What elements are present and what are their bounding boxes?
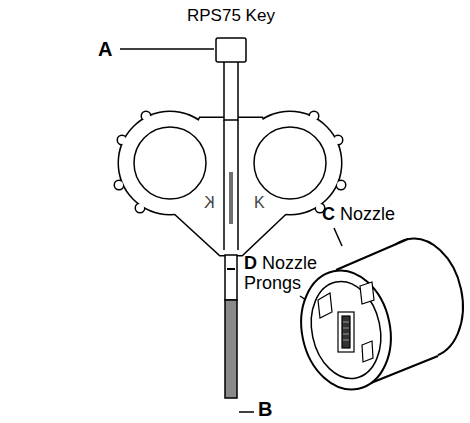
part-name: Nozzle: [340, 204, 395, 224]
embossed-letter: K: [254, 194, 265, 212]
label-group: CNozzle: [322, 205, 432, 225]
part-letter: B: [258, 398, 272, 420]
part-letter: C: [322, 204, 335, 224]
label-group: DNozzle Prongs: [244, 254, 322, 294]
embossed-letter: K: [204, 194, 215, 212]
part-letter: D: [244, 253, 257, 273]
part-letter: A: [98, 38, 112, 60]
diagram-title: RPS75 Key: [187, 7, 275, 26]
